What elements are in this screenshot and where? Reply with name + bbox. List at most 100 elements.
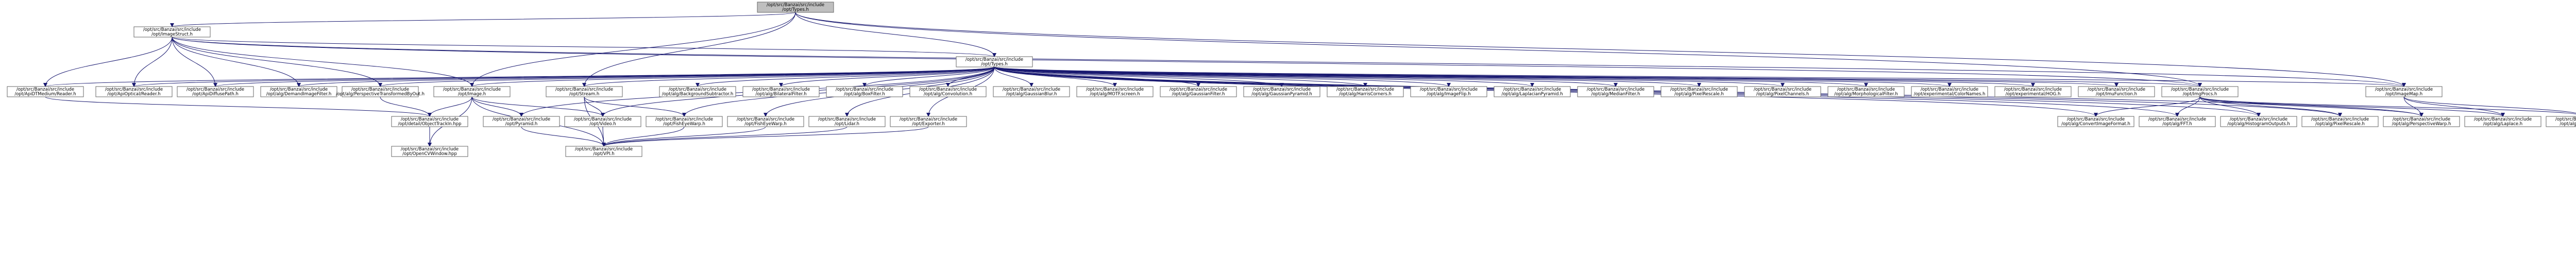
edge-n0-n1 [170,12,796,27]
graph-node-n21[interactable]: /opt/src/Banzai/src/include/opt/alg/Medi… [1577,86,1654,97]
node-file-line: /opt/alg/Convolution.h [924,92,972,97]
graph-node-n28[interactable]: /opt/src/Banzai/src/include/opt/ImgProcs… [2161,86,2239,97]
node-file-line: /opt/ImageMap.h [2385,92,2422,97]
node-file-line: /opt/Image.h [458,92,486,97]
graph-node-n10[interactable]: /opt/src/Banzai/src/include/opt/alg/Back… [659,86,736,97]
graph-node-n11[interactable]: /opt/src/Banzai/src/include/opt/alg/Bila… [742,86,820,97]
node-path-line: /opt/src/Banzai/src/include [1170,87,1227,92]
node-path-line: /opt/src/Banzai/src/include [2375,87,2433,92]
graph-node-n30[interactable]: /opt/src/Banzai/src/include/opt/detail/O… [391,116,468,127]
edge-n28-n38 [2175,96,2200,117]
graph-node-n31[interactable]: /opt/src/Banzai/src/include/opt/Pyramid.… [483,116,560,127]
edge-n2-n18 [994,66,1367,87]
graph-node-n32[interactable]: /opt/src/Banzai/src/include/opt/Video.h [564,116,641,127]
graph-node-n6[interactable]: /opt/src/Banzai/src/include/opt/alg/Dema… [260,86,337,97]
node-box [7,86,84,97]
node-path-line: /opt/src/Banzai/src/include [401,147,459,152]
graph-node-n5[interactable]: /opt/src/Banzai/src/include/opt/ApiDiffu… [177,86,254,97]
node-file-line: /opt/alg/BilateralFilter.h [755,92,806,97]
graph-node-n15[interactable]: /opt/src/Banzai/src/include/opt/alg/MOTF… [1076,86,1154,97]
graph-node-n25[interactable]: /opt/src/Banzai/src/include/opt/experime… [1911,86,1988,97]
graph-node-n44[interactable]: /opt/src/Banzai/src/include/opt/OpenCVWi… [391,146,468,157]
node-box [177,86,254,97]
graph-node-n34[interactable]: /opt/src/Banzai/src/include/opt/FishEyeW… [727,116,804,127]
graph-node-n38[interactable]: /opt/src/Banzai/src/include/opt/alg/FFT.… [2139,116,2216,127]
node-path-line: /opt/src/Banzai/src/include [555,87,613,92]
graph-node-n45[interactable]: /opt/src/Banzai/src/include/opt/VPI.h [565,146,642,157]
node-box [2365,86,2443,97]
node-file-line: /opt/alg/GaussianPyramid.h [1251,92,1312,97]
node-path-line: /opt/src/Banzai/src/include [919,87,977,92]
graph-node-n19[interactable]: /opt/src/Banzai/src/include/opt/alg/Imag… [1410,86,1487,97]
node-path-line: /opt/src/Banzai/src/include [1336,87,1394,92]
graph-node-n4[interactable]: /opt/src/Banzai/src/include/opt/ApiOptic… [95,86,173,97]
node-path-line: /opt/src/Banzai/src/include [1086,87,1144,92]
graph-node-n0[interactable]: /opt/src/Banzai/src/include/opt/Types.h [757,2,834,13]
node-file-line: /opt/alg/BackgroundSubtractor.h [662,92,733,97]
nodes-layer: /opt/src/Banzai/src/include/opt/Types.h/… [7,2,2576,157]
graph-node-n8[interactable]: /opt/src/Banzai/src/include/opt/Image.h [433,86,511,97]
graph-node-n41[interactable]: /opt/src/Banzai/src/include/opt/alg/Pers… [2383,116,2460,127]
node-box [342,86,419,97]
graph-node-n16[interactable]: /opt/src/Banzai/src/include/opt/alg/Gaus… [1160,86,1237,97]
graph-node-n23[interactable]: /opt/src/Banzai/src/include/opt/alg/Pixe… [1744,86,1821,97]
graph-node-n7[interactable]: /opt/src/Banzai/src/include/opt/alg/Pers… [336,86,425,97]
node-box [2220,116,2297,127]
graph-node-n35[interactable]: /opt/src/Banzai/src/include/opt/Lidar.h [808,116,886,127]
graph-node-n37[interactable]: /opt/src/Banzai/src/include/opt/alg/Conv… [2057,116,2134,127]
graph-node-n39[interactable]: /opt/src/Banzai/src/include/opt/alg/Hist… [2220,116,2297,127]
edge-n0-n8 [470,12,796,87]
graph-node-n24[interactable]: /opt/src/Banzai/src/include/opt/alg/Morp… [1827,86,1905,97]
graph-node-n2[interactable]: /opt/src/Banzai/src/include/opt/Types.h [956,56,1033,67]
graph-node-n43[interactable]: /opt/src/Banzai/src/include/opt/alg/Rema… [2546,116,2576,127]
node-path-line: /opt/src/Banzai/src/include [2088,87,2145,92]
node-path-line: /opt/src/Banzai/src/include [105,87,163,92]
graph-node-n18[interactable]: /opt/src/Banzai/src/include/opt/alg/Harr… [1327,86,1404,97]
edge-n28-n42 [2199,96,2505,117]
graph-node-n40[interactable]: /opt/src/Banzai/src/include/opt/alg/Pixe… [2301,116,2379,127]
graph-node-n13[interactable]: /opt/src/Banzai/src/include/opt/alg/Conv… [909,86,987,97]
graph-node-n33[interactable]: /opt/src/Banzai/src/include/opt/FishEyeW… [646,116,723,127]
node-path-line: /opt/src/Banzai/src/include [2474,117,2532,122]
edge-n0-n9 [582,12,796,87]
node-path-line: /opt/src/Banzai/src/include [1420,87,1478,92]
edge-n28-n37 [2094,96,2200,117]
node-box [1827,86,1905,97]
node-file-line: /opt/ImgProcs.h [2183,92,2217,97]
node-file-line: /opt/experimental/ColorNames.h [1914,92,1986,97]
node-file-line: /opt/ApiOptical/Reader.h [107,92,161,97]
node-file-line: /opt/ImageStruct.h [151,32,193,37]
graph-node-n26[interactable]: /opt/src/Banzai/src/include/opt/experime… [1994,86,2072,97]
graph-node-n9[interactable]: /opt/src/Banzai/src/include/opt/Stream.h [546,86,623,97]
node-file-line: /opt/FishEyeWarp.h [744,122,787,127]
node-path-line: /opt/src/Banzai/src/include [1003,87,1060,92]
edge-n33-n45 [602,126,685,147]
graph-node-n29[interactable]: /opt/src/Banzai/src/include/opt/ImageMap… [2365,86,2443,97]
node-box [742,86,820,97]
graph-node-n3[interactable]: /opt/src/Banzai/src/include/opt/ApiDTMed… [7,86,84,97]
edge-n1-n4 [132,37,173,87]
edge-n1-n7 [172,37,382,87]
node-file-line: /opt/alg/DemandImageFilter.h [266,92,332,97]
node-file-line: /opt/OpenCVWindow.hpp [402,151,457,157]
graph-node-n27[interactable]: /opt/src/Banzai/src/include/opt/ImuFunct… [2078,86,2155,97]
edge-n34-n45 [602,126,766,147]
graph-node-n22[interactable]: /opt/src/Banzai/src/include/opt/alg/Pixe… [1660,86,1738,97]
edge-n8-n30 [428,96,472,117]
node-file-line: /opt/Types.h [782,7,809,12]
graph-node-n42[interactable]: /opt/src/Banzai/src/include/opt/alg/Lapl… [2464,116,2541,127]
node-path-line: /opt/src/Banzai/src/include [270,87,328,92]
node-box [433,86,511,97]
edge-n2-n21 [994,66,1618,87]
graph-node-n36[interactable]: /opt/src/Banzai/src/include/opt/Exporter… [890,116,967,127]
graph-node-n1[interactable]: /opt/src/Banzai/src/include/opt/ImageStr… [133,26,211,38]
node-box [826,86,903,97]
graph-node-n17[interactable]: /opt/src/Banzai/src/include/opt/alg/Gaus… [1243,86,1320,97]
node-file-line: /opt/alg/MOTF.screen.h [1090,92,1140,97]
edge-n7-n30 [380,96,432,117]
graph-node-n12[interactable]: /opt/src/Banzai/src/include/opt/alg/BoxF… [826,86,903,97]
graph-node-n20[interactable]: /opt/src/Banzai/src/include/opt/alg/Lapl… [1494,86,1571,97]
node-box [757,2,834,13]
graph-node-n14[interactable]: /opt/src/Banzai/src/include/opt/alg/Gaus… [993,86,1070,97]
node-box [564,116,641,127]
